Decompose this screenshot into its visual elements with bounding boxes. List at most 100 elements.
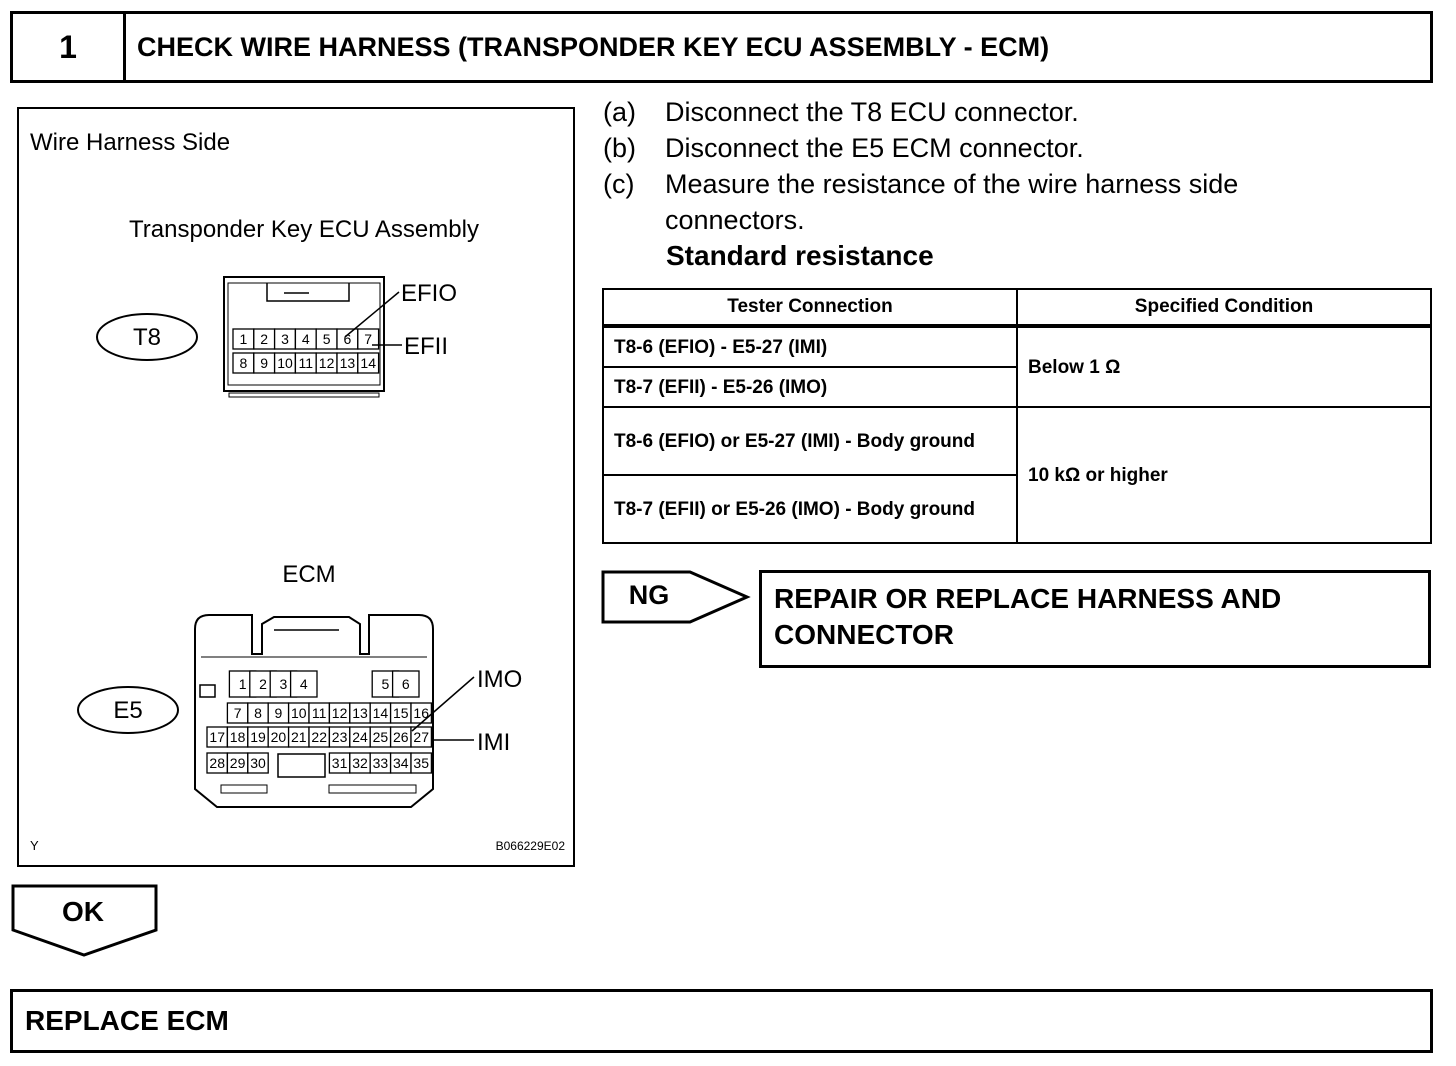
pin-label-imi: IMI: [477, 729, 510, 756]
e5-pin: 13: [352, 705, 368, 721]
standard-resistance-title: Standard resistance: [666, 240, 934, 271]
e5-pin: 25: [373, 729, 389, 745]
e5-pin: 33: [373, 755, 389, 771]
connector-drawing: Wire Harness Side Transponder Key ECU As…: [30, 129, 566, 853]
t8-pin-cell: [357, 328, 380, 350]
t8-pin: 13: [340, 355, 356, 371]
e5-pin: 14: [373, 705, 389, 721]
t8-pin: 7: [364, 331, 372, 347]
e5-pin: 1: [239, 676, 247, 692]
tester-connection-cell: T8-6 (EFIO) - E5-27 (IMI): [602, 325, 1018, 368]
e5-pin: 15: [393, 705, 409, 721]
ecu-name: Transponder Key ECU Assembly: [129, 216, 479, 243]
ecu-leader-lines: [344, 291, 402, 346]
e5-pin: 32: [352, 755, 368, 771]
ecm-leader-lines: [411, 676, 475, 741]
e5-pin: 20: [271, 729, 287, 745]
ng-result-text: REPAIR OR REPLACE HARNESS AND CONNECTOR: [774, 583, 1282, 650]
e5-pin: 12: [332, 705, 348, 721]
e5-pin: 9: [275, 705, 283, 721]
ng-arrow-icon: [601, 570, 751, 624]
t8-pin: 5: [323, 331, 331, 347]
e5-pin: 11: [312, 705, 327, 721]
e5-connector-body: [194, 614, 434, 808]
e5-pin: 28: [209, 755, 225, 771]
e5-pin-cell: [410, 726, 433, 748]
t8-pin: 2: [260, 331, 268, 347]
header-tester-connection: Tester Connection: [602, 288, 1018, 328]
e5-pin: 29: [230, 755, 246, 771]
t8-connector-id: T8: [133, 324, 161, 351]
e5-pin: 26: [393, 729, 409, 745]
table-row: T8-7 (EFII) - E5-26 (IMO): [602, 366, 1431, 408]
step-c-text-line-2: connectors.: [665, 205, 805, 235]
condition-cell: 10 kΩ or higher: [1016, 406, 1432, 544]
step-number: 1: [13, 14, 126, 80]
e5-pin: 18: [230, 729, 246, 745]
e5-connector-tag: [77, 686, 179, 734]
t8-pin: 6: [344, 331, 352, 347]
t8-pin: 10: [277, 355, 293, 371]
table-header-row: Tester Connection Specified Condition: [602, 288, 1432, 328]
e5-pin: 30: [250, 755, 266, 771]
ng-result-box: REPAIR OR REPLACE HARNESS AND CONNECTOR: [759, 570, 1431, 668]
step-title: CHECK WIRE HARNESS (TRANSPONDER KEY ECU …: [137, 31, 1050, 62]
tester-connection-cell: T8-7 (EFII) or E5-26 (IMO) - Body ground: [602, 474, 1018, 544]
e5-pin: 16: [413, 705, 429, 721]
pin-label-efii: EFII: [404, 333, 448, 360]
step-a-text: Disconnect the T8 ECU connector.: [665, 97, 1079, 127]
e5-pin: 17: [209, 729, 225, 745]
figure-id: B066229E02: [496, 839, 566, 853]
ok-arrow-icon: [11, 884, 158, 957]
e5-pin: 5: [382, 676, 390, 692]
ok-result-box: REPLACE ECM: [10, 989, 1433, 1053]
table-row: T8-6 (EFIO) or E5-27 (IMI) - Body ground…: [602, 406, 1432, 544]
e5-pin: 10: [291, 705, 307, 721]
step-a-label: (a): [603, 97, 636, 127]
e5-pin: 8: [254, 705, 262, 721]
t8-connector-tag: [96, 313, 198, 361]
table-row: T8-6 (EFIO) - E5-27 (IMI) Below 1 Ω: [602, 325, 1432, 408]
e5-pin-cell: [247, 752, 269, 774]
t8-pin: 9: [260, 355, 268, 371]
condition-cell: Below 1 Ω: [1016, 325, 1432, 408]
e5-pin: 21: [291, 729, 307, 745]
corner-mark: Y: [30, 838, 39, 853]
t8-pin: 1: [240, 331, 248, 347]
t8-pin: 8: [240, 355, 248, 371]
t8-pin: 3: [281, 331, 289, 347]
t8-pin: 14: [360, 355, 376, 371]
e5-pin: 24: [352, 729, 368, 745]
e5-pin: 4: [300, 676, 308, 692]
t8-pin-cell: [357, 352, 380, 374]
ok-result-text: REPLACE ECM: [25, 1005, 229, 1036]
t8-pin: 4: [302, 331, 310, 347]
step-b-label: (b): [603, 133, 636, 163]
connector-diagram: Wire Harness Side Transponder Key ECU As…: [17, 107, 575, 867]
e5-pin: 31: [332, 755, 348, 771]
header-specified-condition: Specified Condition: [1016, 288, 1432, 328]
e5-pin-cell: [391, 670, 420, 698]
ecm-name: ECM: [282, 561, 335, 588]
view-label: Wire Harness Side: [30, 129, 230, 156]
e5-pin: 27: [413, 729, 429, 745]
e5-pin: 2: [259, 676, 267, 692]
step-b-text: Disconnect the E5 ECM connector.: [665, 133, 1084, 163]
step-c-label: (c): [603, 169, 635, 199]
table-row: T8-7 (EFII) or E5-26 (IMO) - Body ground: [602, 474, 1431, 544]
e5-pin: 3: [280, 676, 288, 692]
step-c-text-line-1: Measure the resistance of the wire harne…: [665, 169, 1239, 199]
e5-pin: 34: [393, 755, 409, 771]
e5-pin: 22: [311, 729, 327, 745]
t8-pin: 12: [319, 355, 335, 371]
t8-pin: 11: [299, 355, 314, 371]
e5-pin-cell: [289, 670, 318, 698]
tester-connection-cell: T8-6 (EFIO) or E5-27 (IMI) - Body ground: [602, 406, 1018, 476]
t8-connector-body: [223, 276, 385, 398]
ok-label: OK: [62, 896, 104, 927]
e5-pin: 19: [250, 729, 266, 745]
e5-pin-cell: [410, 752, 433, 774]
e5-pin: 7: [234, 705, 242, 721]
